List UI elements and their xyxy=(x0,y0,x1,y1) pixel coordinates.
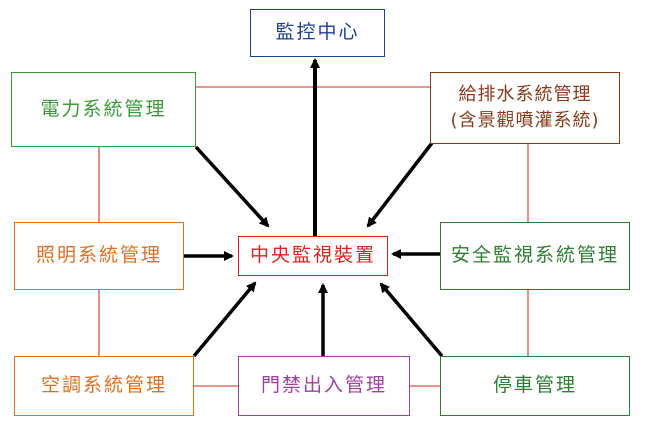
node-label: 停車管理 xyxy=(493,372,577,400)
node-label-line: 監控中心 xyxy=(275,21,360,44)
node-monitor-center: 監控中心 xyxy=(250,9,385,57)
node-label: 中央監視裝置 xyxy=(250,242,376,270)
node-label: 安全監視系統管理 xyxy=(451,242,619,270)
node-label-line: 照明系統管理 xyxy=(35,244,162,267)
node-label-line: 門禁出入管理 xyxy=(260,374,387,397)
node-access-control: 門禁出入管理 xyxy=(238,356,410,416)
node-water-management: 給排水系統管理 (含景觀噴灌系統) xyxy=(430,72,620,144)
node-label-line: 電力系統管理 xyxy=(40,97,167,120)
node-central-monitoring-device: 中央監視裝置 xyxy=(238,236,388,276)
node-label: 照明系統管理 xyxy=(36,242,162,270)
node-security-monitoring: 安全監視系統管理 xyxy=(440,222,630,290)
node-power-management: 電力系統管理 xyxy=(11,72,196,147)
arrows xyxy=(184,58,444,358)
node-label-line: 給排水系統管理 xyxy=(458,83,592,105)
node-label-line: (含景觀噴灌系統) xyxy=(450,110,600,131)
node-label: 電力系統管理 xyxy=(40,96,166,124)
node-label-line: 安全監視系統管理 xyxy=(450,244,619,267)
arrow-water-to-central xyxy=(366,141,434,228)
node-label-line: 停車管理 xyxy=(492,374,577,397)
arrow-power-to-central xyxy=(194,145,270,228)
node-parking-management: 停車管理 xyxy=(440,356,630,416)
node-label: 空調系統管理 xyxy=(41,372,167,400)
node-air-conditioning-management: 空調系統管理 xyxy=(14,356,194,416)
arrow-ac-to-central xyxy=(192,281,257,358)
node-lighting-management: 照明系統管理 xyxy=(14,222,184,290)
node-label: 門禁出入管理 xyxy=(261,372,387,400)
arrow-parking-to-central xyxy=(379,282,444,358)
node-label: 監控中心 xyxy=(275,19,359,47)
node-label-line: 空調系統管理 xyxy=(40,374,167,397)
node-label: 給排水系統管理 (含景觀噴灌系統) xyxy=(450,82,599,134)
node-label-line: 中央監視裝置 xyxy=(249,244,376,267)
